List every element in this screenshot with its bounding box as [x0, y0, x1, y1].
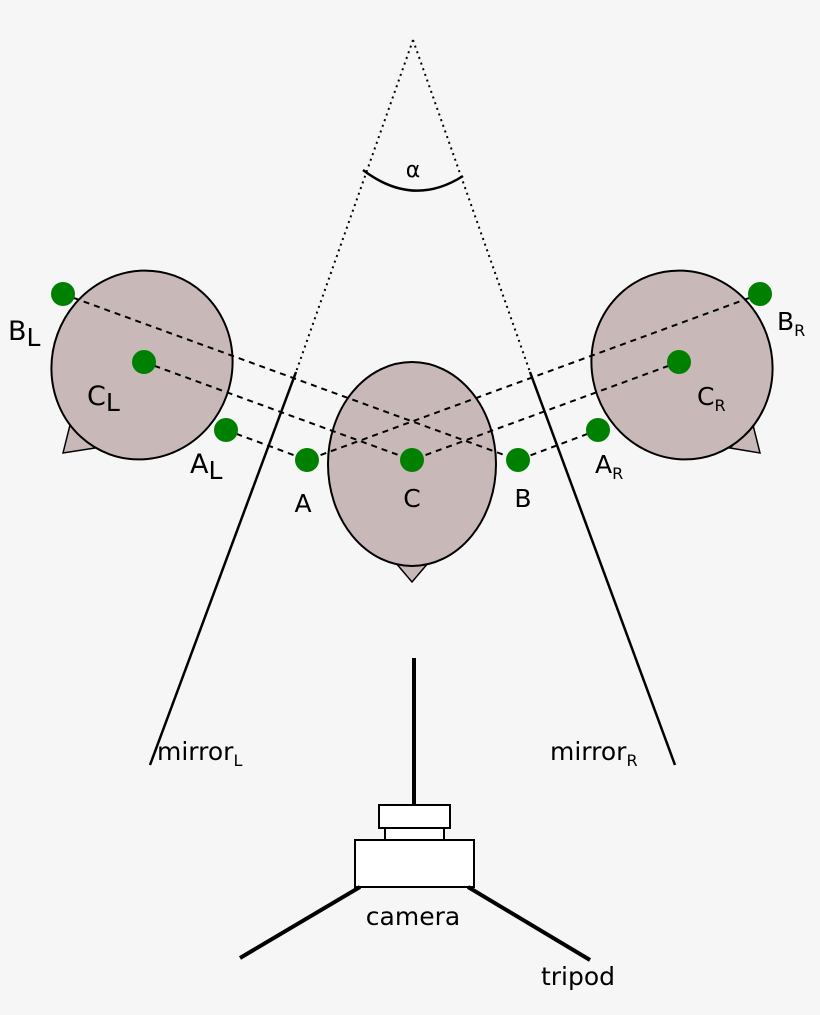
marker-B — [506, 448, 530, 472]
label-mirror-left: mirrorL — [157, 737, 242, 770]
label-BL: BL — [8, 316, 41, 352]
marker-BR — [748, 282, 772, 306]
label-mirror-right: mirrorR — [550, 737, 638, 770]
markers — [51, 282, 772, 472]
label-AR: AR — [595, 450, 623, 483]
label-AR-sub: R — [612, 464, 623, 483]
label-CR-main: C — [697, 382, 714, 411]
label-CL: CL — [87, 381, 120, 417]
label-mirror-right-main: mirror — [550, 737, 627, 766]
label-BL-sub: L — [27, 323, 41, 352]
label-mirror-right-sub: R — [626, 751, 637, 770]
label-BR-sub: R — [794, 321, 805, 340]
line-CR-C — [411, 361, 680, 461]
marker-AL — [214, 418, 238, 442]
label-CR-sub: R — [714, 396, 725, 415]
label-C: C — [403, 484, 420, 513]
fov-line-right — [412, 39, 531, 373]
label-AL: AL — [190, 449, 222, 485]
label-CR: CR — [697, 382, 726, 415]
line-BL-B — [62, 293, 519, 461]
mirror-right — [528, 371, 677, 766]
marker-A — [295, 448, 319, 472]
label-CL-sub: L — [106, 388, 120, 417]
marker-CR — [667, 350, 691, 374]
label-BL-main: B — [8, 316, 27, 347]
reflection-lines — [62, 293, 761, 461]
label-camera: camera — [366, 902, 460, 931]
marker-AR — [586, 418, 610, 442]
marker-BL — [51, 282, 75, 306]
label-AL-main: A — [190, 449, 209, 480]
label-AR-main: A — [595, 450, 612, 479]
tripod-leg-left — [238, 885, 362, 960]
alpha-arc — [362, 169, 464, 192]
label-B: B — [514, 484, 531, 513]
camera-mid — [384, 827, 445, 841]
mirror-left — [148, 371, 298, 766]
label-BR-main: B — [777, 307, 794, 336]
label-mirror-left-sub: L — [233, 751, 242, 770]
label-CL-main: C — [87, 381, 106, 412]
line-CL-C — [143, 361, 413, 461]
marker-CL — [132, 350, 156, 374]
line-AR-B — [517, 429, 599, 461]
label-BR: BR — [777, 307, 805, 340]
fov-line-left — [295, 39, 414, 373]
line-BR-A — [306, 293, 761, 461]
camera-rig — [238, 658, 592, 962]
line-AL-A — [225, 429, 308, 461]
label-tripod: tripod — [541, 962, 615, 991]
camera-top — [378, 804, 451, 829]
label-mirror-left-main: mirror — [157, 737, 234, 766]
tripod-leg-right — [466, 885, 592, 962]
label-alpha: α — [406, 158, 421, 183]
camera-body — [354, 839, 475, 888]
label-A: A — [294, 489, 311, 518]
label-AL-sub: L — [208, 456, 222, 485]
marker-C — [400, 448, 424, 472]
